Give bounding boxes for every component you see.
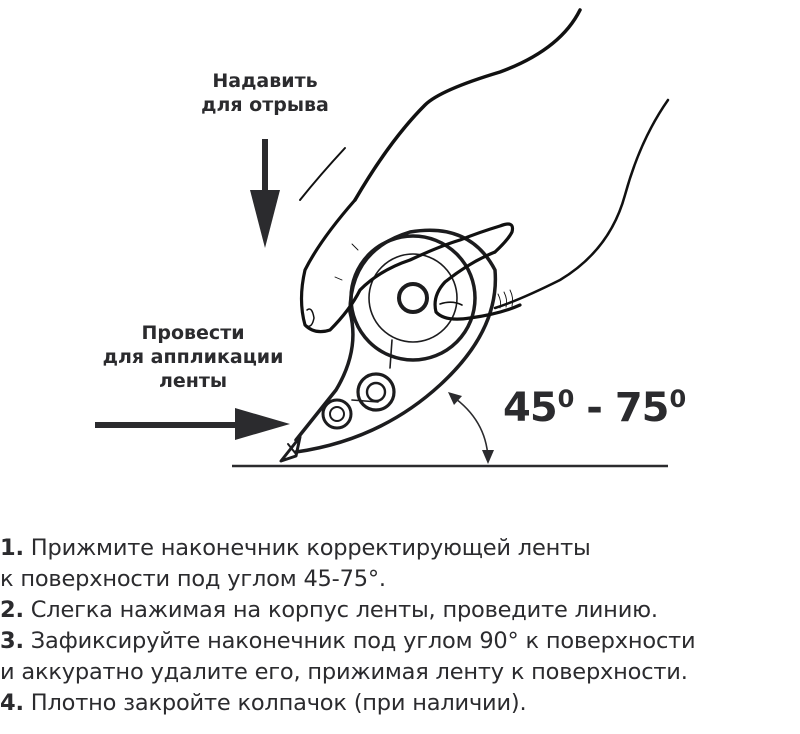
hand-icon xyxy=(299,8,670,334)
step-text: Слегка нажимая на корпус ленты, проведит… xyxy=(23,597,658,623)
angle-range-label: 450 - 750 xyxy=(503,385,687,431)
angle-separator: - xyxy=(573,385,615,431)
degree-mark: 0 xyxy=(669,385,687,413)
step-number: 2. xyxy=(0,597,24,623)
instruction-step-1-continued: к поверхности под углом 45-75°. xyxy=(0,564,800,595)
degree-mark: 0 xyxy=(557,385,575,413)
correction-tape-dispenser-icon xyxy=(279,228,498,463)
right-arrow-icon xyxy=(95,408,290,440)
down-arrow-icon xyxy=(250,139,280,248)
step-number: 4. xyxy=(0,690,24,716)
slide-label-line-1: Провести xyxy=(141,322,245,344)
press-label-line-1: Надавить xyxy=(212,70,318,92)
instruction-step-1: 1. Прижмите наконечник корректирующей ле… xyxy=(0,533,800,564)
slide-label-line-3: ленты xyxy=(158,370,228,392)
press-label-line-2: для отрыва xyxy=(201,94,329,116)
step-text: к поверхности под углом 45-75°. xyxy=(0,566,386,592)
angle-to: 75 xyxy=(614,385,670,431)
step-number: 3. xyxy=(0,628,24,654)
instruction-step-4: 4. Плотно закройте колпачок (при наличии… xyxy=(0,688,800,719)
instructions-list: 1. Прижмите наконечник корректирующей ле… xyxy=(0,533,800,719)
usage-illustration xyxy=(95,8,670,468)
instruction-step-2: 2. Слегка нажимая на корпус ленты, прове… xyxy=(0,595,800,626)
step-text: Прижмите наконечник корректирующей ленты xyxy=(23,535,591,561)
slide-to-apply-label: Провести для аппликации ленты xyxy=(78,321,308,393)
step-number: 1. xyxy=(0,535,24,561)
angle-from: 45 xyxy=(503,385,558,431)
step-text: Зафиксируйте наконечник под углом 90° к … xyxy=(23,628,696,654)
slide-label-line-2: для аппликации xyxy=(102,346,284,368)
step-text: и аккуратно удалите его, прижимая ленту … xyxy=(0,659,688,685)
step-text: Плотно закройте колпачок (при наличии). xyxy=(23,690,527,716)
angle-arc-icon xyxy=(448,392,494,464)
instruction-step-3: 3. Зафиксируйте наконечник под углом 90°… xyxy=(0,626,800,657)
press-to-tear-label: Надавить для отрыва xyxy=(180,69,350,117)
instruction-step-3-continued: и аккуратно удалите его, прижимая ленту … xyxy=(0,657,800,688)
